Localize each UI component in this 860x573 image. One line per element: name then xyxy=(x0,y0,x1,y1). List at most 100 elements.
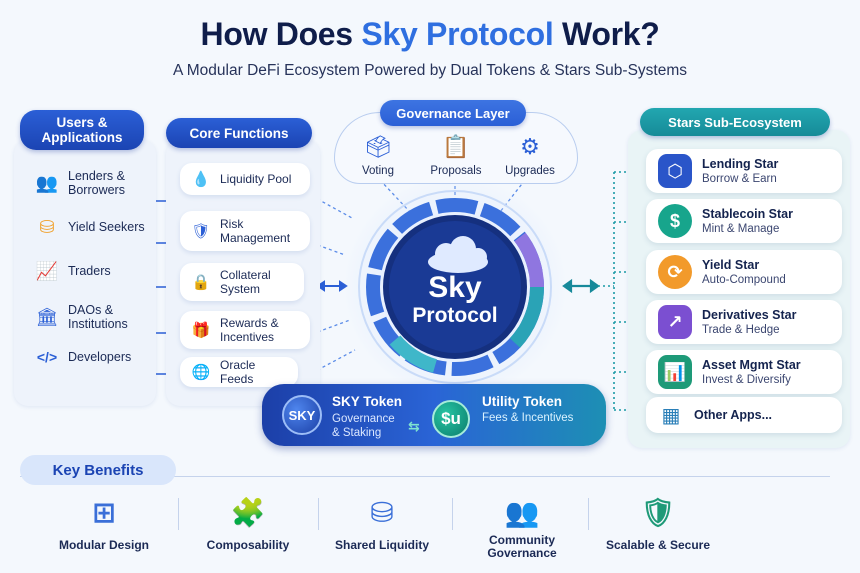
page-title: How Does Sky Protocol Work? xyxy=(0,16,860,53)
user-item-label: Lenders & Borrowers xyxy=(68,169,125,197)
center-title-line1: Sky xyxy=(428,271,482,304)
exchange-arrows-icon: ⇆ xyxy=(408,418,420,434)
gov-item-proposals[interactable]: 📋 Proposals xyxy=(424,132,488,177)
utility-token-info: Utility Token Fees & Incentives xyxy=(482,394,573,424)
star-desc: Trade & Hedge xyxy=(702,324,780,336)
user-item-label: DAOs & Institutions xyxy=(68,303,128,331)
utility-token-title: Utility Token xyxy=(482,394,563,409)
star-card-other-apps[interactable]: ▦ Other Apps... xyxy=(646,397,842,433)
star-desc: Invest & Diversify xyxy=(702,374,791,386)
gov-item-label: Upgrades xyxy=(505,165,555,177)
document-icon: 📋 xyxy=(442,134,470,159)
center-title-line2: Protocol xyxy=(412,304,498,327)
shield-icon: 🛡 xyxy=(191,223,211,240)
star-name: Asset Mgmt Star xyxy=(702,358,801,372)
droplet-icon: 💧 xyxy=(191,171,211,188)
people-icon: 👥 xyxy=(35,172,59,193)
user-item-lenders[interactable]: 👥 Lenders & Borrowers xyxy=(34,166,152,200)
benefit-separator xyxy=(318,498,319,530)
dollar-icon: $ xyxy=(658,204,692,238)
user-item-label: Yield Seekers xyxy=(68,220,145,234)
user-item-developers[interactable]: </> Developers xyxy=(34,340,152,374)
grid-icon: ▦ xyxy=(661,404,681,427)
benefits-divider xyxy=(20,476,830,477)
gear-icon: ⚙ xyxy=(520,134,540,159)
user-item-yield[interactable]: ⛁ Yield Seekers xyxy=(34,210,152,244)
user-item-label: Traders xyxy=(68,264,111,278)
star-desc: Borrow & Earn xyxy=(702,173,777,185)
benefits-heading: Key Benefits xyxy=(20,455,176,485)
users-list: 👥 Lenders & Borrowers ⛁ Yield Seekers 📈 … xyxy=(34,166,152,374)
title-prefix: How Does xyxy=(200,16,362,52)
page-subtitle: A Modular DeFi Ecosystem Powered by Dual… xyxy=(172,62,687,79)
core-item-liquidity[interactable]: 💧 Liquidity Pool xyxy=(180,163,310,195)
sky-token-title: SKY Token xyxy=(332,394,403,409)
gift-icon: 🎁 xyxy=(191,322,211,339)
core-item-oracle[interactable]: 🌐 Oracle Feeds xyxy=(180,357,298,387)
sky-token-info: SKY Token Governance & Staking xyxy=(332,394,404,440)
core-item-label: Oracle Feeds xyxy=(220,358,256,386)
star-desc: Auto-Compound xyxy=(702,274,786,286)
core-item-label: Risk Management xyxy=(220,217,291,245)
trend-icon: ↗ xyxy=(658,305,692,339)
core-heading: Core Functions xyxy=(166,118,312,148)
core-item-collateral[interactable]: 🔒 Collateral System xyxy=(180,263,304,301)
benefit-separator xyxy=(452,498,453,530)
core-item-label: Liquidity Pool xyxy=(220,172,292,186)
user-item-label: Developers xyxy=(68,350,132,364)
sky-token-coin: SKY xyxy=(282,395,322,435)
users-heading: Users & Applications xyxy=(20,110,144,150)
user-item-daos[interactable]: 🏛 DAOs & Institutions xyxy=(34,300,152,334)
secure-shield-icon: 🛡 xyxy=(640,496,676,528)
benefit-label: Modular Design xyxy=(58,538,149,552)
stack-icon: ⛁ xyxy=(370,496,394,528)
gov-item-upgrades[interactable]: ⚙ Upgrades xyxy=(498,132,562,177)
core-item-rewards[interactable]: 🎁 Rewards & Incentives xyxy=(180,311,310,349)
star-name: Yield Star xyxy=(702,258,760,272)
user-item-traders[interactable]: 📈 Traders xyxy=(34,254,152,288)
community-icon: 👥 xyxy=(504,496,540,528)
code-icon: </> xyxy=(36,349,58,365)
utility-token-coin: $u xyxy=(432,400,470,438)
core-item-label: Collateral System xyxy=(220,268,271,296)
benefit-modular: ⊞ Modular Design xyxy=(48,492,160,553)
gov-item-label: Proposals xyxy=(430,165,482,177)
users-panel xyxy=(14,140,156,406)
cycle-icon: ⟳ xyxy=(658,255,692,289)
gov-item-label: Voting xyxy=(362,165,394,177)
utility-token-desc: Fees & Incentives xyxy=(482,412,574,424)
growth-icon: 📊 xyxy=(658,355,692,389)
benefit-label: Composability xyxy=(206,538,290,552)
benefit-label: Shared Liquidity xyxy=(334,538,429,552)
star-name: Derivatives Star xyxy=(702,308,797,322)
cube-icon: ⬡ xyxy=(658,154,692,188)
star-name: Other Apps... xyxy=(694,408,773,422)
stars-heading: Stars Sub-Ecosystem xyxy=(640,108,830,136)
lock-icon: 🔒 xyxy=(191,274,211,291)
benefit-scalable: 🛡 Scalable & Secure xyxy=(600,492,716,553)
gov-item-voting[interactable]: 🗳 Voting xyxy=(346,132,410,177)
title-highlight: Sky Protocol xyxy=(361,16,554,52)
governance-heading: Governance Layer xyxy=(380,100,526,126)
benefit-composability: 🧩 Composability xyxy=(196,492,300,553)
star-name: Lending Star xyxy=(702,157,779,171)
star-name: Stablecoin Star xyxy=(702,207,793,221)
benefit-label: Community Governance xyxy=(487,533,557,560)
star-desc: Mint & Manage xyxy=(702,223,780,235)
benefit-shared-liquidity: ⛁ Shared Liquidity xyxy=(330,492,434,553)
benefit-separator xyxy=(588,498,589,530)
modules-icon: ⊞ xyxy=(92,496,116,528)
core-item-risk[interactable]: 🛡 Risk Management xyxy=(180,211,310,251)
benefit-label: Scalable & Secure xyxy=(605,538,711,552)
sky-token-desc: Governance & Staking xyxy=(332,413,395,439)
puzzle-icon: 🧩 xyxy=(230,496,266,528)
globe-icon: 🌐 xyxy=(191,364,211,381)
center-hub: Sky Protocol xyxy=(395,272,515,328)
title-suffix: Work? xyxy=(553,16,660,52)
